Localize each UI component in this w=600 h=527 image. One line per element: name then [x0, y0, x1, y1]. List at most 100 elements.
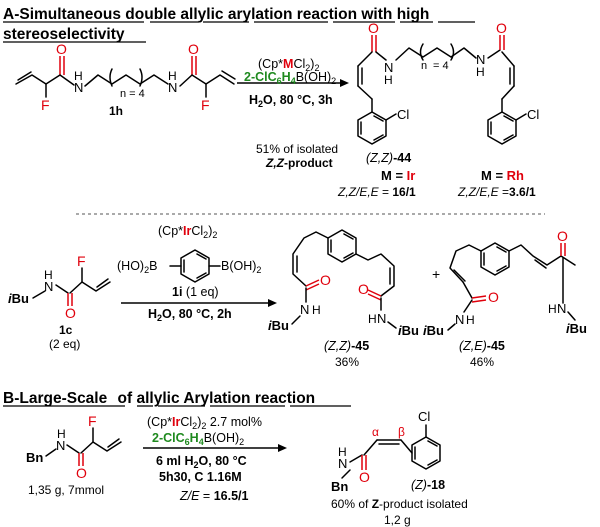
svg-text:= 4: = 4	[433, 60, 449, 72]
chlorine-atom: Cl	[397, 107, 409, 122]
ratio-text: Z/E = 16.5/1	[179, 489, 249, 503]
oxygen-atom: O	[358, 281, 369, 297]
nitrogen-atom: N	[455, 312, 464, 327]
svg-text:iBu: iBu	[8, 291, 29, 306]
plus-sign: +	[432, 266, 440, 282]
hydrogen-atom: H	[466, 313, 475, 327]
product-zz-45: O N H iBu O H N iBu (Z,Z)-45 36%	[268, 229, 419, 369]
conditions-text: 6 ml H2O, 80 °C	[156, 454, 247, 470]
product-44: O Cl N H n = 4 N H O	[337, 20, 539, 199]
oxygen-atom: O	[76, 465, 87, 481]
svg-text:iBu: iBu	[268, 318, 289, 333]
mass-label: 1,2 g	[384, 513, 411, 527]
catalyst-text: (Cp*IrCl2)2 2.7 mol%	[147, 415, 262, 431]
yield-percent: 36%	[335, 355, 359, 369]
nitrogen-atom: N	[300, 302, 309, 317]
reactant-1h: F O N H n = 4 N H O F 1h	[15, 41, 236, 118]
title-word: allylic	[180, 6, 223, 23]
yield-line: 51% of isolated	[256, 142, 338, 156]
title-word: with	[360, 6, 392, 23]
boronic-acid-text: 2-ClC6H4B(OH)2	[244, 70, 336, 86]
yield-note-a: 51% of isolated Z,Z-product	[256, 142, 338, 170]
product-ze-45: O N H iBu O H N iBu (Z,E)-45 46%	[423, 228, 587, 369]
title-word: arylation	[228, 6, 293, 23]
hydrogen-atom: H	[476, 65, 485, 79]
title-word: reaction	[297, 6, 357, 23]
svg-text:1i (1 eq): 1i (1 eq)	[172, 285, 219, 299]
hydrogen-atom: H	[57, 427, 66, 441]
ratio-rh: Z,Z/E,E =3.6/1	[457, 185, 536, 199]
svg-text:(HO)2B: (HO)2B	[117, 259, 157, 275]
reactant-bn-amide: Bn N H O F 1,35 g, 7mmol	[26, 413, 122, 497]
boronic-acid-text: 2-ClC6H4B(OH)2	[152, 431, 244, 447]
hydrogen-atom: H	[312, 303, 321, 317]
hydrogen-atom: H	[548, 302, 557, 316]
oxygen-atom: O	[496, 20, 507, 36]
title-word: high	[397, 6, 430, 23]
oxygen-atom: O	[188, 41, 199, 57]
catalyst-text: (Cp*IrCl2)2	[158, 224, 217, 240]
compound-label: (Z)-18	[411, 478, 445, 492]
oxygen-atom: O	[488, 289, 499, 305]
fluorine-atom: F	[77, 253, 86, 269]
alpha-label: α	[372, 425, 379, 439]
oxygen-atom: O	[65, 305, 76, 321]
nitrogen-atom: N	[168, 80, 177, 95]
beta-label: β	[398, 425, 405, 439]
nitrogen-atom: N	[44, 279, 53, 294]
nitrogen-atom: N	[338, 456, 347, 471]
product-z-18: Bn N H O α β Cl (Z)-18 60% of Z-product …	[331, 409, 468, 527]
nitrogen-atom: N	[74, 80, 83, 95]
benzyl-label: Bn	[331, 479, 348, 494]
hydrogen-atom: H	[338, 445, 347, 459]
nitrogen-atom: N	[476, 52, 485, 67]
compound-label: (Z,Z)-44	[366, 151, 411, 165]
svg-text:A-Simultaneous double allylic: A-Simultaneous double allylic arylation …	[3, 6, 429, 23]
nitrogen-atom: N	[377, 311, 386, 326]
svg-text:B-Large-Scale of allylic Aryla: B-Large-Scale of allylic Arylation react…	[3, 390, 315, 407]
compound-label: 1h	[109, 104, 123, 118]
conditions-text: H2O, 80 °C, 3h	[249, 93, 333, 109]
oxygen-atom: O	[557, 228, 568, 244]
hydrogen-atom: H	[368, 312, 377, 326]
nitrogen-atom: N	[56, 438, 65, 453]
yield-line: 60% of Z-product isolated	[331, 497, 468, 511]
compound-label: 1c	[59, 323, 73, 337]
title-word: A-Simultaneous	[3, 6, 121, 23]
svg-text:B(OH)2: B(OH)2	[221, 259, 261, 275]
compound-label: (Z,E)-45	[459, 339, 505, 353]
chlorine-atom: Cl	[527, 107, 539, 122]
conditions-text: 5h30, C 1.16M	[159, 470, 242, 484]
svg-text:Z,Z-product: Z,Z-product	[265, 156, 333, 170]
metal-ir-label: M = Ir	[381, 168, 415, 183]
nitrogen-atom: N	[557, 301, 566, 316]
oxygen-atom: O	[56, 41, 67, 57]
hydrogen-atom: H	[168, 69, 177, 83]
svg-text:iBu: iBu	[423, 323, 444, 338]
reagent-1i: (Cp*IrCl2)2 (HO)2B B(OH)2 1i (1 eq)	[117, 224, 261, 299]
hydrogen-atom: H	[44, 268, 53, 282]
section-b-title: B-Large-Scale of allylic Arylation react…	[3, 390, 351, 407]
title-word: double	[125, 6, 176, 23]
compound-label: (Z,Z)-45	[324, 339, 369, 353]
hydrogen-atom: H	[384, 73, 393, 87]
reaction-arrow-a: (Cp*MCl2)2 2-ClC6H4B(OH)2 H2O, 80 °C, 3h	[237, 57, 349, 109]
reactant-1c: iBu N H O F 1c (2 eq)	[8, 253, 111, 351]
oxygen-atom: O	[368, 20, 379, 36]
fluorine-atom: F	[88, 413, 97, 429]
oxygen-atom: O	[320, 272, 331, 288]
chain-length-label: n	[421, 60, 427, 72]
fluorine-atom: F	[201, 97, 210, 113]
ratio-ir: Z,Z/E,E = 16/1	[337, 185, 416, 199]
hydrogen-atom: H	[74, 69, 83, 83]
reaction-arrow-a2: H2O, 80 °C, 2h	[121, 299, 277, 323]
catalyst-text: (Cp*MCl2)2	[258, 57, 319, 73]
title-line-2: stereoselectivity	[3, 26, 125, 43]
conditions-text: H2O, 80 °C, 2h	[148, 307, 232, 323]
oxygen-atom: O	[359, 469, 370, 485]
benzyl-label: Bn	[26, 450, 43, 465]
chain-length-label: n = 4	[120, 88, 145, 100]
yield-percent: 46%	[470, 355, 494, 369]
amount-label: 1,35 g, 7mmol	[28, 483, 104, 497]
